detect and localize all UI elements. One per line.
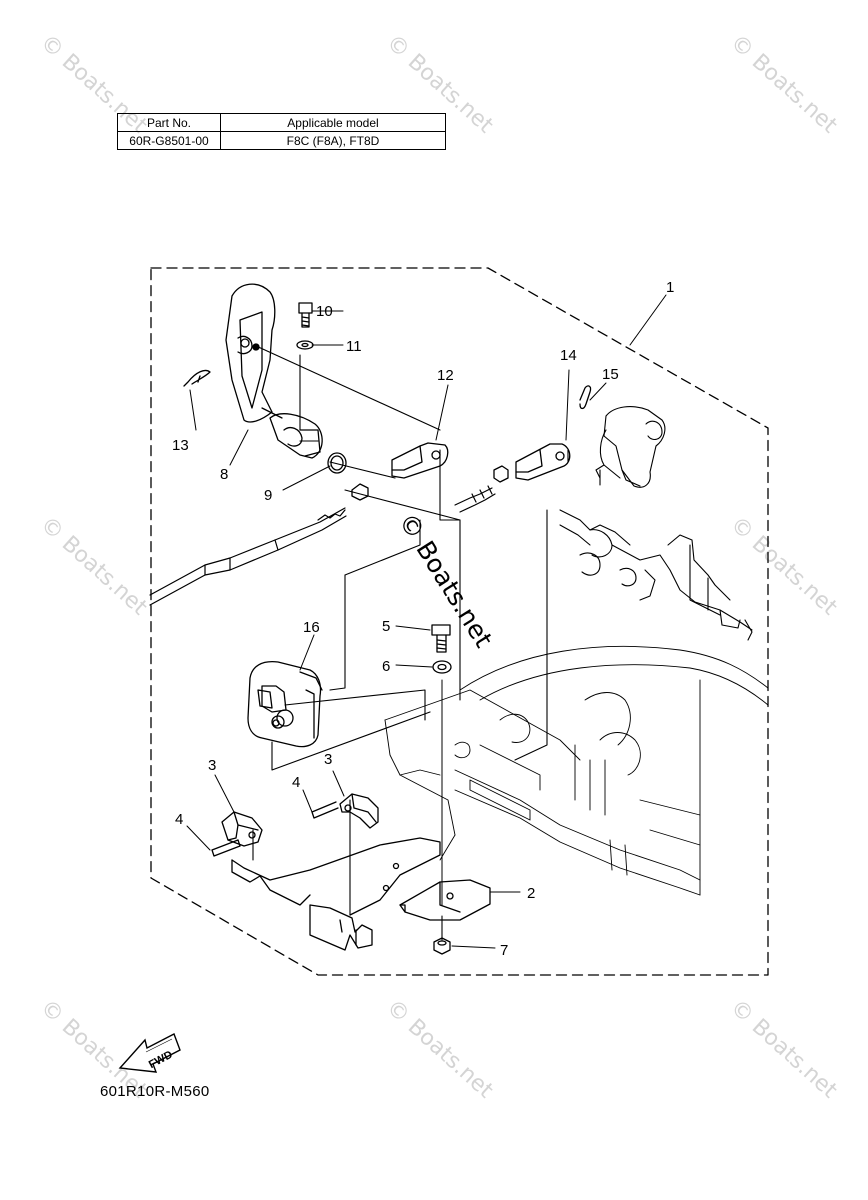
bolt-part-5 xyxy=(431,624,451,653)
shift-rod-assembly xyxy=(559,509,753,641)
callout-7: 7 xyxy=(500,942,508,959)
table-row: 60R-G8501-00 F8C (F8A), FT8D xyxy=(117,131,446,150)
shift-lever-part-8 xyxy=(225,283,323,459)
callout-4: 4 xyxy=(292,774,300,791)
callout-6: 6 xyxy=(382,658,390,675)
fwd-arrow-icon: FWD xyxy=(118,1033,181,1073)
callout-16: 16 xyxy=(303,619,320,636)
nut xyxy=(351,483,369,501)
engine-housing xyxy=(384,645,769,896)
callout-14: 14 xyxy=(560,347,577,364)
joint-part-12 xyxy=(391,442,449,479)
shift-cam-assembly xyxy=(595,406,666,488)
pin-part-4-right xyxy=(311,801,339,819)
callout-15: 15 xyxy=(602,366,619,383)
clip-part-13 xyxy=(183,369,211,387)
bracket-part-2 xyxy=(399,879,491,921)
applicable-model-table: Part No. Applicable model 60R-G8501-00 F… xyxy=(117,113,446,150)
callout-4: 4 xyxy=(175,811,183,828)
joint-part-14 xyxy=(515,443,571,481)
part-number-cell: 60R-G8501-00 xyxy=(117,131,221,150)
bolt-part-10 xyxy=(298,302,313,328)
leader-lines xyxy=(252,344,601,941)
callout-10: 10 xyxy=(316,303,333,320)
callout-2: 2 xyxy=(527,885,535,902)
callout-13: 13 xyxy=(172,437,189,454)
callout-12: 12 xyxy=(437,367,454,384)
callout-leaders xyxy=(186,294,667,949)
holder-part-3-left xyxy=(221,811,263,847)
callout-11: 11 xyxy=(346,338,362,355)
callout-1: 1 xyxy=(666,279,674,296)
washer-part-11 xyxy=(296,340,314,350)
assembly-boundary xyxy=(150,267,769,976)
holder-part-3-right xyxy=(339,793,379,829)
clip-part-15 xyxy=(579,385,592,410)
cable-bracket-plate xyxy=(231,837,441,951)
cover-part-16 xyxy=(247,660,323,748)
callout-3: 3 xyxy=(208,757,216,774)
model-cell: F8C (F8A), FT8D xyxy=(220,131,446,150)
diagram-code: 601R10R-M560 xyxy=(100,1083,210,1100)
o-ring-part-9 xyxy=(327,452,347,474)
callout-3: 3 xyxy=(324,751,332,768)
pin-part-4-left xyxy=(211,839,241,857)
nut-part-7 xyxy=(433,937,451,955)
callout-8: 8 xyxy=(220,466,228,483)
washer-part-6 xyxy=(432,660,452,674)
callout-9: 9 xyxy=(264,487,272,504)
shift-cable xyxy=(149,485,496,606)
center-watermark: © Boats.net xyxy=(393,508,499,653)
callout-5: 5 xyxy=(382,618,390,635)
